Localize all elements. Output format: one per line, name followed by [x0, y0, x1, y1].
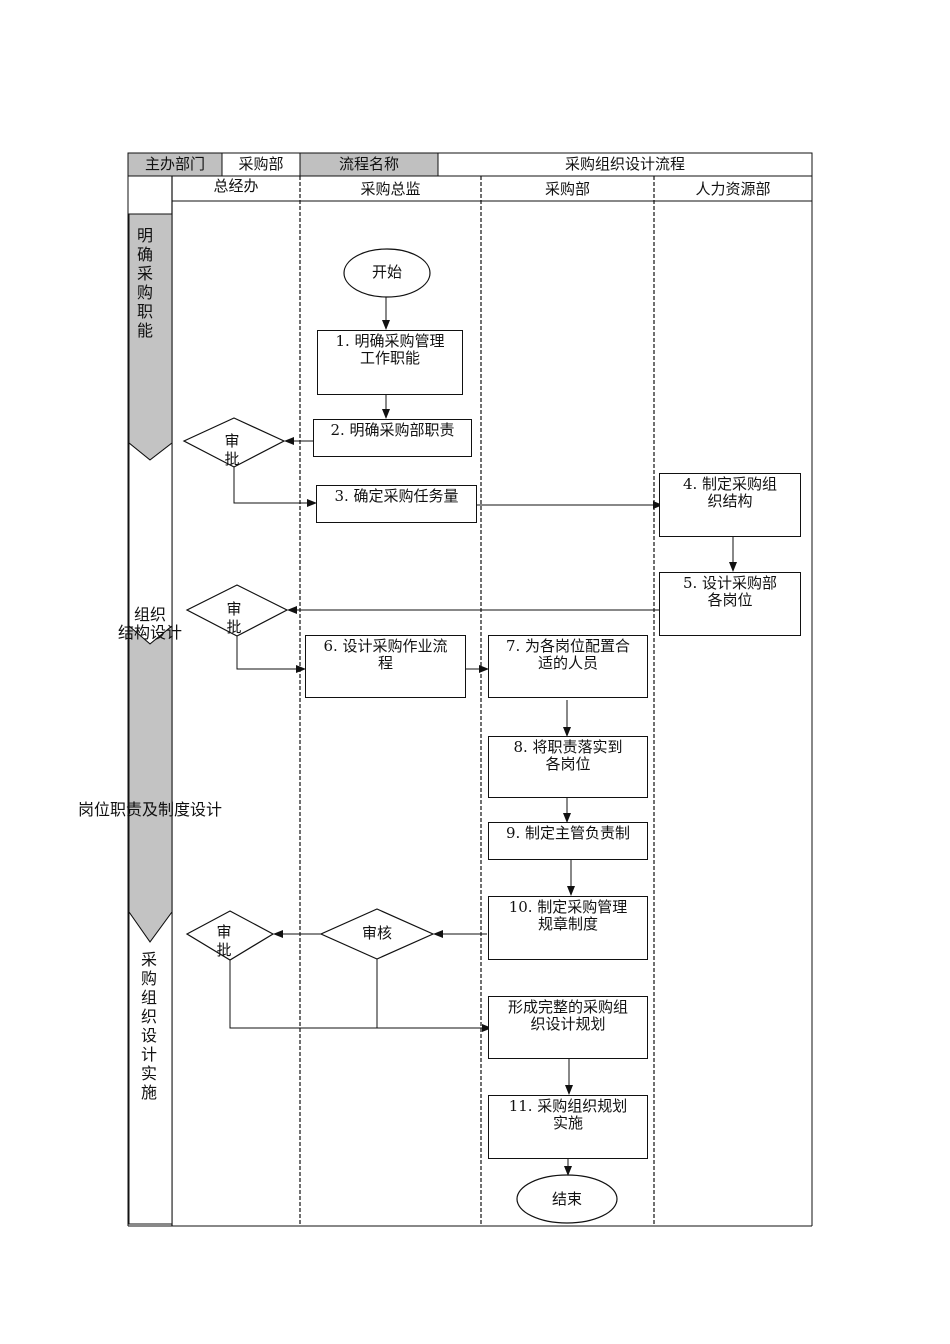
phase-arrow-3 — [128, 624, 173, 943]
phase-arrow-4 — [128, 910, 173, 1225]
start-node — [343, 248, 431, 298]
step-5-box: 5. 设计采购部 各岗位 — [659, 572, 801, 636]
phase-label-4: 采购组织设计实施 — [140, 950, 157, 1102]
lane-title-purchasing-director: 采购总监 — [360, 180, 421, 198]
step-10-box: 10. 制定采购管理 规章制度 — [488, 896, 648, 960]
host-dept-label: 主办部门 — [144, 155, 205, 173]
step-2-box: 2. 明确采购部职责 — [313, 419, 472, 457]
step-1-box: 1. 明确采购管理 工作职能 — [317, 330, 463, 395]
process-name-value: 采购组织设计流程 — [564, 155, 685, 173]
phase-label-2b: 结构设计 — [117, 623, 182, 642]
header-cell-process-value — [437, 152, 813, 177]
step-4-box: 4. 制定采购组 织结构 — [659, 473, 801, 537]
process-name-label: 流程名称 — [338, 155, 399, 173]
phase-label-1: 明确采购职能 — [136, 226, 153, 340]
phase-label-3: 岗位职责及制度设计 — [77, 800, 222, 819]
phase-label-2a: 组织 — [133, 605, 166, 624]
step-7-box: 7. 为各岗位配置合 适的人员 — [488, 635, 648, 698]
host-dept-value: 采购部 — [238, 155, 284, 173]
step-8-box: 8. 将职责落实到 各岗位 — [488, 736, 648, 798]
step-3-box: 3. 确定采购任务量 — [316, 485, 477, 523]
plan-box: 形成完整的采购组 织设计规划 — [488, 996, 648, 1059]
end-label: 结束 — [551, 1190, 582, 1208]
review-label: 审核 — [361, 924, 392, 942]
start-label: 开始 — [371, 263, 402, 281]
step-11-box: 11. 采购组织规划 实施 — [488, 1095, 648, 1159]
lane-title-gm-office: 总经办 — [213, 177, 259, 195]
approve-2-label: 审 批 — [226, 600, 242, 636]
lane-title-purchasing-dept: 采购部 — [544, 180, 590, 198]
lane-title-hr-dept: 人力资源部 — [695, 180, 771, 198]
approve-1-label: 审 批 — [224, 432, 240, 468]
step-6-box: 6. 设计采购作业流 程 — [305, 635, 466, 698]
step-9-box: 9. 制定主管负责制 — [488, 822, 648, 860]
approve-3-label: 审 批 — [216, 923, 232, 959]
